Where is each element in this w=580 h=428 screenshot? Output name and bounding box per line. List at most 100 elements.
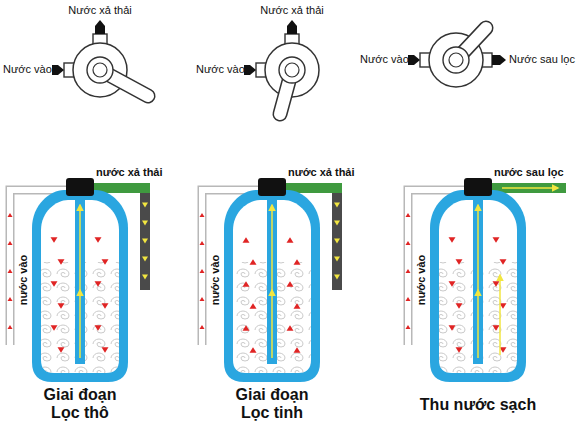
flow-triangle xyxy=(406,297,411,301)
flow-triangle xyxy=(102,303,109,309)
flow-triangle xyxy=(493,281,500,287)
port-label: Nước vào xyxy=(360,53,409,66)
port-label: Nước vào xyxy=(196,63,245,76)
flow-triangle xyxy=(287,237,294,243)
flow-triangle xyxy=(200,213,205,217)
flow-arrow xyxy=(492,55,506,65)
flow-arrow xyxy=(477,290,479,358)
flow-triangle xyxy=(294,303,301,309)
flow-triangle xyxy=(456,303,463,309)
flow-triangle xyxy=(8,213,13,217)
flow-triangle xyxy=(200,297,205,301)
valve-head xyxy=(464,178,492,196)
flow-triangle xyxy=(334,239,340,244)
valve-hub-inner xyxy=(93,63,107,77)
flow-triangle xyxy=(250,259,257,265)
pipe-label: nước xả thải xyxy=(96,166,163,179)
flow-arrow xyxy=(79,205,81,290)
flow-triangle xyxy=(250,303,257,309)
tank-interior xyxy=(233,200,311,373)
flow-triangle xyxy=(95,281,102,287)
flow-triangle xyxy=(8,241,13,245)
flow-triangle xyxy=(449,281,456,287)
flow-triangle xyxy=(334,203,340,208)
valve-symbol xyxy=(52,20,148,97)
flow-triangle xyxy=(95,237,102,243)
flow-triangle xyxy=(200,325,205,329)
port-label: Nước vào xyxy=(3,63,52,76)
flow-triangle xyxy=(456,347,463,353)
flow-arrow xyxy=(499,275,501,355)
port-label: Nước xả thải xyxy=(68,4,132,17)
filter-tank xyxy=(8,178,151,382)
flow-triangle xyxy=(51,281,58,287)
flow-triangle xyxy=(142,239,148,244)
riser-tube xyxy=(75,192,85,364)
flow-triangle xyxy=(142,275,148,280)
valve-symbol xyxy=(408,28,506,87)
flow-triangle xyxy=(243,237,250,243)
flow-arrow xyxy=(502,187,558,189)
flow-triangle xyxy=(8,325,13,329)
flow-arrow xyxy=(287,20,297,34)
valve-hub xyxy=(443,47,469,73)
flow-triangle xyxy=(8,269,13,273)
flow-triangle xyxy=(294,259,301,265)
port-label: Nước xả thải xyxy=(260,4,324,17)
flow-triangle xyxy=(406,325,411,329)
riser-tube xyxy=(473,192,483,364)
valve-hub xyxy=(279,57,305,83)
pipe-label: nước vào xyxy=(416,255,427,306)
valve-hub-inner xyxy=(449,53,463,67)
valve-hub-inner xyxy=(285,63,299,77)
flow-triangle xyxy=(142,221,148,226)
stage-caption: Thu nước sạch xyxy=(420,396,536,414)
flow-triangle xyxy=(243,325,250,331)
flow-triangle xyxy=(8,297,13,301)
filter-tank xyxy=(200,178,343,382)
flow-triangle xyxy=(58,259,65,265)
flow-triangle xyxy=(243,281,250,287)
tank-interior xyxy=(41,200,119,373)
tank-shell xyxy=(224,190,320,382)
flow-triangle xyxy=(500,259,507,265)
tank-shell xyxy=(430,190,526,382)
flow-triangle xyxy=(102,347,109,353)
flow-triangle xyxy=(456,259,463,265)
flow-arrow xyxy=(477,205,479,290)
flow-triangle xyxy=(406,241,411,245)
pipe-label: nước xả thải xyxy=(288,166,355,179)
pipe-label: nước sau lọc xyxy=(494,166,564,179)
flow-triangle xyxy=(287,281,294,287)
flow-arrow xyxy=(271,205,273,290)
stage-caption: Giai đoạn Lọc tinh xyxy=(224,386,320,423)
flow-arrow xyxy=(52,65,64,75)
flow-triangle xyxy=(287,325,294,331)
flow-arrow xyxy=(79,290,81,358)
riser-tube xyxy=(267,192,277,364)
flow-triangle xyxy=(406,269,411,273)
valve-symbol xyxy=(244,20,319,114)
flow-triangle xyxy=(95,325,102,331)
port-label: Nước sau lọc xyxy=(509,53,575,66)
valve-body xyxy=(73,43,127,97)
flow-triangle xyxy=(449,325,456,331)
flow-triangle xyxy=(142,203,148,208)
flow-triangle xyxy=(294,347,301,353)
flow-arrow xyxy=(408,55,420,65)
flow-triangle xyxy=(58,347,65,353)
flow-triangle xyxy=(58,303,65,309)
pipe-label: nước vào xyxy=(18,255,29,306)
flow-triangle xyxy=(102,259,109,265)
waste-pipe-vertical xyxy=(140,186,150,290)
tank-shell xyxy=(32,190,128,382)
flow-triangle xyxy=(334,257,340,262)
flow-triangle xyxy=(250,347,257,353)
flow-triangle xyxy=(493,325,500,331)
flow-triangle xyxy=(142,257,148,262)
flow-triangle xyxy=(334,275,340,280)
flow-arrow xyxy=(271,290,273,358)
waste-pipe-vertical xyxy=(332,186,342,290)
